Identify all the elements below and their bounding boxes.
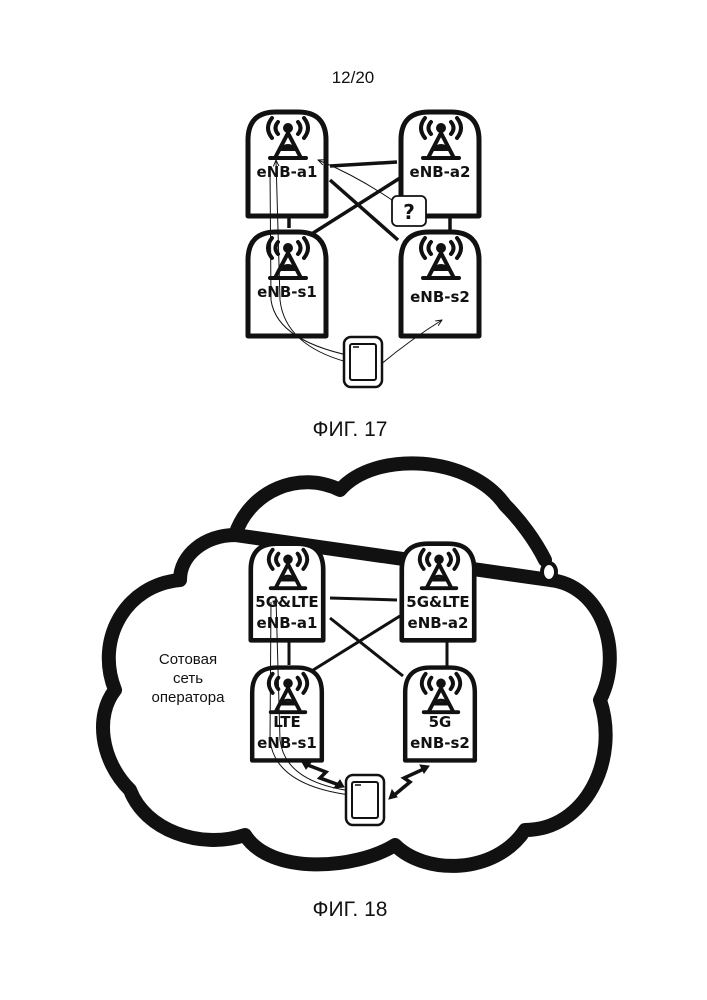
enb-a2: 5G&LTE eNB-a2: [402, 544, 474, 641]
enb-a1: 5G&LTE eNB-a1: [251, 544, 323, 641]
lightning-link-icon: [305, 764, 342, 786]
enb-a1-tech: 5G&LTE: [255, 593, 318, 611]
link-a1-s2: [330, 618, 403, 676]
enb-s2: eNB-s2: [401, 232, 479, 336]
enb-s2-label: eNB-s2: [410, 734, 470, 752]
mobile-phone-icon: [346, 775, 384, 825]
question-box: ?: [392, 196, 426, 226]
enb-s1-label: eNB-s1: [257, 734, 317, 752]
cloud-label-line-2: сеть: [173, 670, 203, 687]
enb-a2-label: eNB-a2: [410, 163, 471, 181]
enb-s2-label: eNB-s2: [410, 288, 470, 306]
link-a1-a2: [330, 598, 397, 600]
cloud-label-line-3: оператора: [152, 689, 226, 706]
question-mark: ?: [403, 200, 415, 224]
page-number: 12/20: [332, 68, 375, 87]
link-a1-a2: [330, 162, 397, 166]
figure-18: Сотовая сеть оператора 5G&LTE eNB-a1 5G&…: [103, 463, 610, 921]
link-a1-s2: [330, 180, 398, 240]
lightning-arrow-tip: [389, 790, 397, 799]
radio-link-s2: [389, 765, 429, 799]
enb-a1-label: eNB-a1: [257, 163, 318, 181]
enb-s1-label: eNB-s1: [257, 283, 317, 301]
radio-link-s1: [302, 761, 344, 788]
cloud-label-line-1: Сотовая: [159, 651, 217, 668]
enb-s1-tech: LTE: [273, 713, 301, 731]
enb-a2-tech: 5G&LTE: [406, 593, 469, 611]
enb-s1: LTE eNB-s1: [252, 668, 322, 761]
enb-s2-tech: 5G: [429, 713, 452, 731]
enb-a1: eNB-a1: [248, 112, 326, 216]
enb-s1: eNB-s1: [248, 232, 326, 336]
enb-a1-label: eNB-a1: [257, 614, 318, 632]
lightning-link-icon: [392, 768, 426, 797]
figure-17: eNB-a1 eNB-a2 eNB-s1 eNB-s2 ?: [248, 112, 479, 441]
cloud-bubble: [542, 563, 556, 581]
enb-a2-label: eNB-a2: [408, 614, 469, 632]
fig18-caption: ФИГ. 18: [313, 898, 388, 921]
fig17-caption: ФИГ. 17: [313, 418, 388, 441]
enb-s2: 5G eNB-s2: [405, 668, 475, 761]
mobile-phone-icon: [344, 337, 382, 387]
